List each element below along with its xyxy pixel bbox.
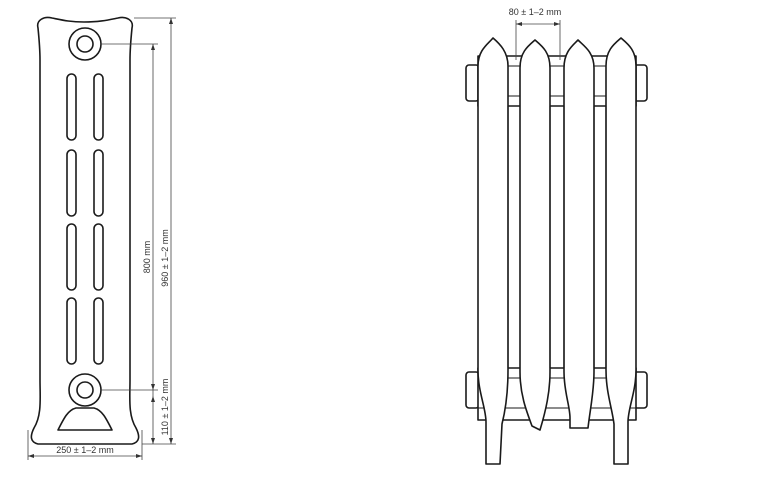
slot [66,297,77,365]
slot [93,297,104,365]
section-outline [30,16,140,445]
dim-250: 250 ± 1–2 mm [27,430,143,460]
dim-250-label: 250 ± 1–2 mm [56,445,113,455]
slot [66,73,77,141]
bottom-connection-hole [76,381,94,399]
top-connection-hole [76,35,94,53]
top-connection-boss [68,27,102,61]
dim-960-label: 960 ± 1–2 mm [160,229,170,286]
side-view: 80 ± 1–2 mm [465,7,648,465]
section-back-right [605,37,637,465]
slot [66,223,77,291]
slot [66,149,77,217]
section-back-left [477,37,509,465]
bottom-connection-boss [68,373,102,407]
section-back-mid [563,39,595,429]
front-view: 800 mm 960 ± 1–2 mm 110 ± 1–2 mm 250 ± 1… [27,16,176,460]
slot [93,73,104,141]
slot [93,223,104,291]
dim-110: 110 ± 1–2 mm [151,379,170,444]
dim-800-label: 800 mm [142,241,152,274]
top-left-plug [465,64,480,102]
slot [93,149,104,217]
dim-960: 960 ± 1–2 mm [134,17,176,445]
foot-cutout [57,407,113,431]
dim-110-label: 110 ± 1–2 mm [160,379,170,436]
dim-800: 800 mm [101,43,158,391]
slot-grid [66,73,104,365]
bottom-left-plug [465,371,480,409]
section-front-1 [519,39,551,431]
dim-80: 80 ± 1–2 mm [509,7,561,60]
dim-80-label: 80 ± 1–2 mm [509,7,561,17]
